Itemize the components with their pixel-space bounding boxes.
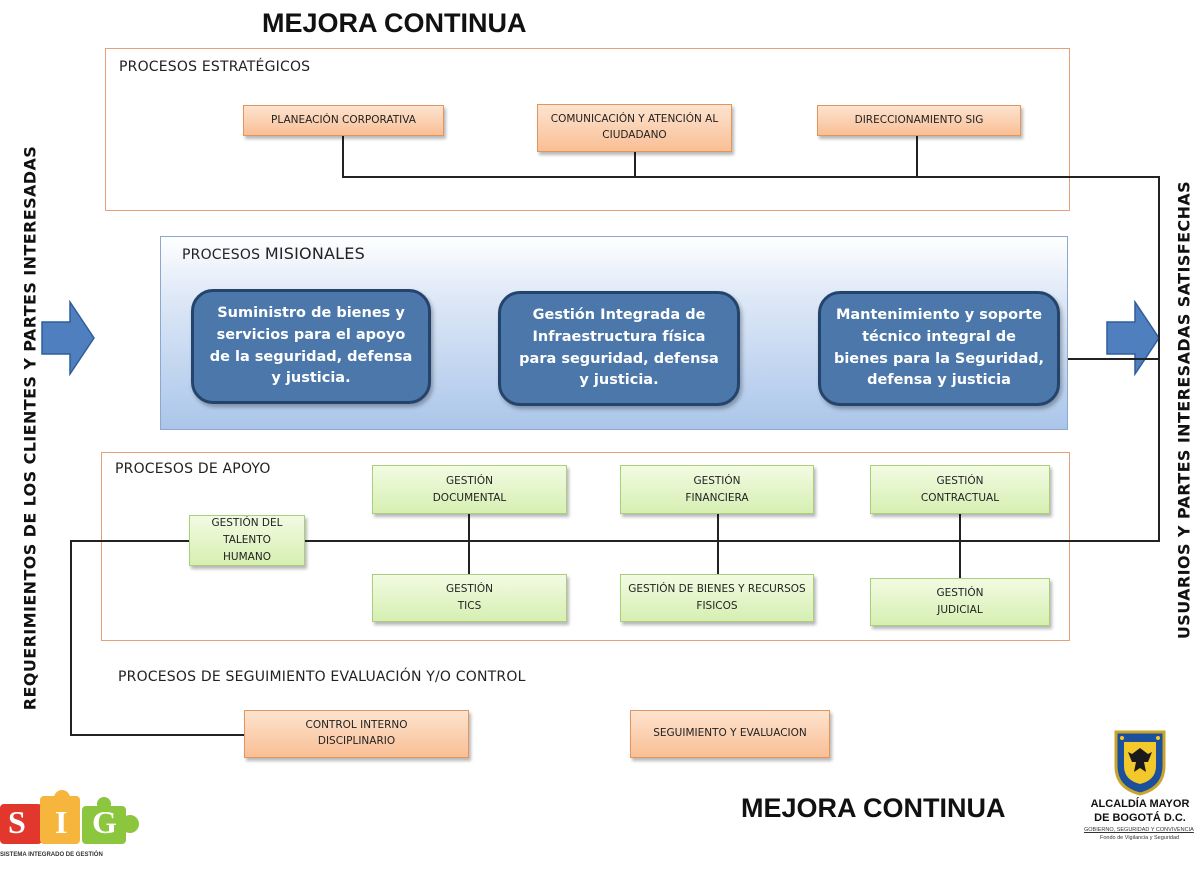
connector-line <box>342 136 344 178</box>
connector-line <box>342 176 1160 178</box>
connector-line <box>916 136 918 178</box>
gestion-documental-box: GESTIÓN DOCUMENTAL <box>372 465 567 514</box>
seguimiento-evaluacion-box: SEGUIMIENTO Y EVALUACION <box>630 710 830 758</box>
direccionamiento-sig-box: DIRECCIONAMIENTO SIG <box>817 105 1021 136</box>
comunicacion-atencion-box: COMUNICACIÓN Y ATENCIÓN AL CIUDADANO <box>537 104 732 152</box>
talento-humano-box: GESTIÓN DEL TALENTO HUMANO <box>189 515 305 566</box>
misionales-label: PROCESOS MISIONALES <box>182 244 365 263</box>
left-side-label: REQUERIMIENTOS DE LOS CLIENTES Y PARTES … <box>20 145 40 711</box>
infraestructura-fisica-box: Gestión Integrada de Infraestructura fís… <box>498 291 740 406</box>
gestion-bienes-recursos-box: GESTIÓN DE BIENES Y RECURSOS FISICOS <box>620 574 814 622</box>
sig-letter-s: S <box>8 804 26 840</box>
right-side-label: USUARIOS Y PARTES INTERESADAS SATISFECHA… <box>1174 180 1194 640</box>
connector-line <box>70 540 190 542</box>
apoyo-label: PROCESOS DE APOYO <box>115 461 271 477</box>
connector-line <box>634 152 636 178</box>
connector-line <box>70 734 244 736</box>
sig-letter-g: G <box>92 804 117 840</box>
coat-of-arms-icon <box>1114 730 1166 796</box>
connector-line <box>305 540 1160 542</box>
seguimiento-label: PROCESOS DE SEGUIMIENTO EVALUACIÓN Y/O C… <box>118 669 526 685</box>
connector-line <box>70 540 72 736</box>
mantenimiento-soporte-box: Mantenimiento y soporte técnico integral… <box>818 291 1060 406</box>
top-title: MEJORA CONTINUA <box>262 8 527 38</box>
bottom-title: MEJORA CONTINUA <box>741 793 1006 823</box>
connector-line <box>468 514 470 574</box>
alcaldia-line2: DE BOGOTÁ D.C. <box>1094 812 1186 824</box>
alcaldia-line1: ALCALDÍA MAYOR <box>1090 798 1190 810</box>
gestion-tics-box: GESTIÓN TICS <box>372 574 567 622</box>
estrategicos-label: PROCESOS ESTRATÉGICOS <box>119 59 311 75</box>
connector-line <box>1068 358 1160 360</box>
sig-logo: S I G SISTEMA INTEGRADO DE GESTIÓN <box>0 790 150 872</box>
gestion-judicial-box: GESTIÓN JUDICIAL <box>870 578 1050 626</box>
puzzle-logo-icon <box>0 790 139 844</box>
alcaldia-line4: Fondo de Vigilancia y Seguridad <box>1100 835 1180 841</box>
connector-line <box>717 514 719 574</box>
input-arrow-icon <box>41 300 95 376</box>
gestion-contractual-box: GESTIÓN CONTRACTUAL <box>870 465 1050 514</box>
gestion-financiera-box: GESTIÓN FINANCIERA <box>620 465 814 514</box>
planeacion-corporativa-box: PLANEACIÓN CORPORATIVA <box>243 105 444 136</box>
control-interno-box: CONTROL INTERNO DISCIPLINARIO <box>244 710 469 758</box>
alcaldia-line3: GOBIERNO, SEGURIDAD Y CONVIVENCIA <box>1084 827 1194 833</box>
sig-caption: SISTEMA INTEGRADO DE GESTIÓN <box>0 852 103 858</box>
suministro-bienes-box: Suministro de bienes y servicios para el… <box>191 289 431 404</box>
alcaldia-logo: ALCALDÍA MAYOR DE BOGOTÁ D.C. GOBIERNO, … <box>1080 728 1200 872</box>
output-arrow-icon <box>1106 300 1160 376</box>
sig-letter-i: I <box>55 804 68 840</box>
connector-line <box>959 514 961 578</box>
